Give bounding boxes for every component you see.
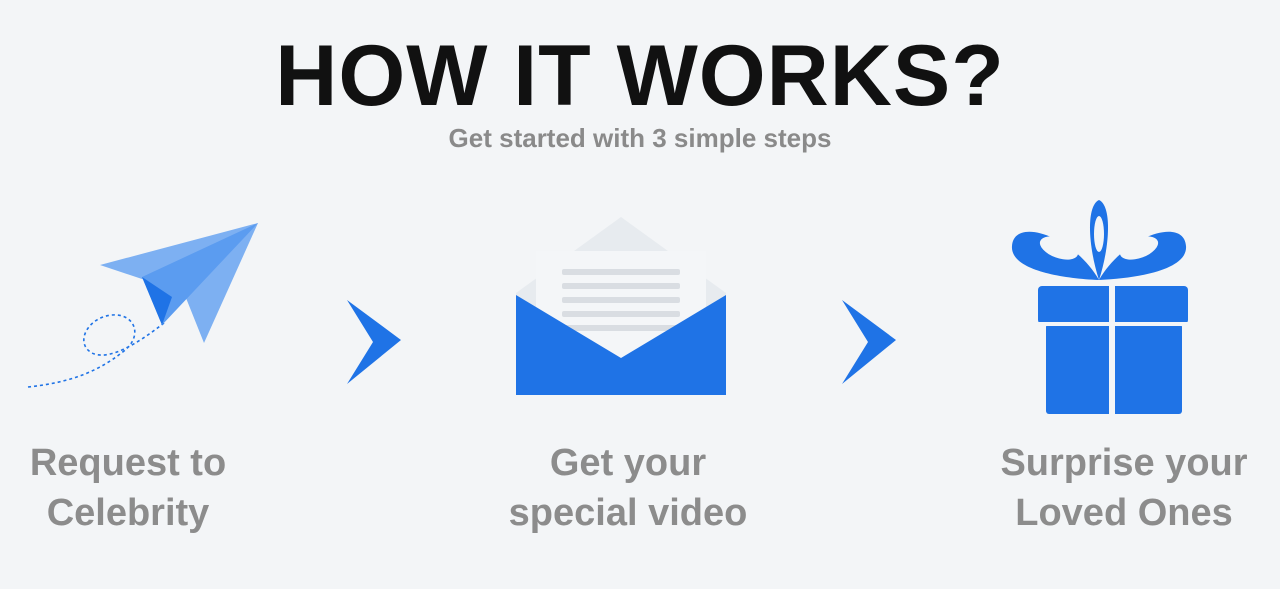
- step-label-line: special video: [508, 492, 748, 534]
- chevron-right-icon: [345, 298, 405, 386]
- envelope-icon: [512, 213, 730, 398]
- step-label-line: Surprise your: [1000, 442, 1248, 484]
- step-label-request: Request to Celebrity: [0, 438, 293, 538]
- step-label-line: Request to: [29, 442, 227, 484]
- step-label-line: Loved Ones: [1015, 492, 1233, 534]
- gift-icon: [1004, 196, 1194, 418]
- page-subtitle: Get started with 3 simple steps: [448, 123, 832, 153]
- step-label-surprise: Surprise your Loved Ones: [959, 438, 1280, 538]
- paper-plane-icon: [24, 215, 264, 395]
- step-label-line: Celebrity: [46, 492, 210, 534]
- step-label-line: Get your: [549, 442, 707, 484]
- page-title: HOW IT WORKS?: [275, 28, 1005, 124]
- chevron-right-icon: [840, 298, 900, 386]
- step-label-video: Get your special video: [463, 438, 793, 538]
